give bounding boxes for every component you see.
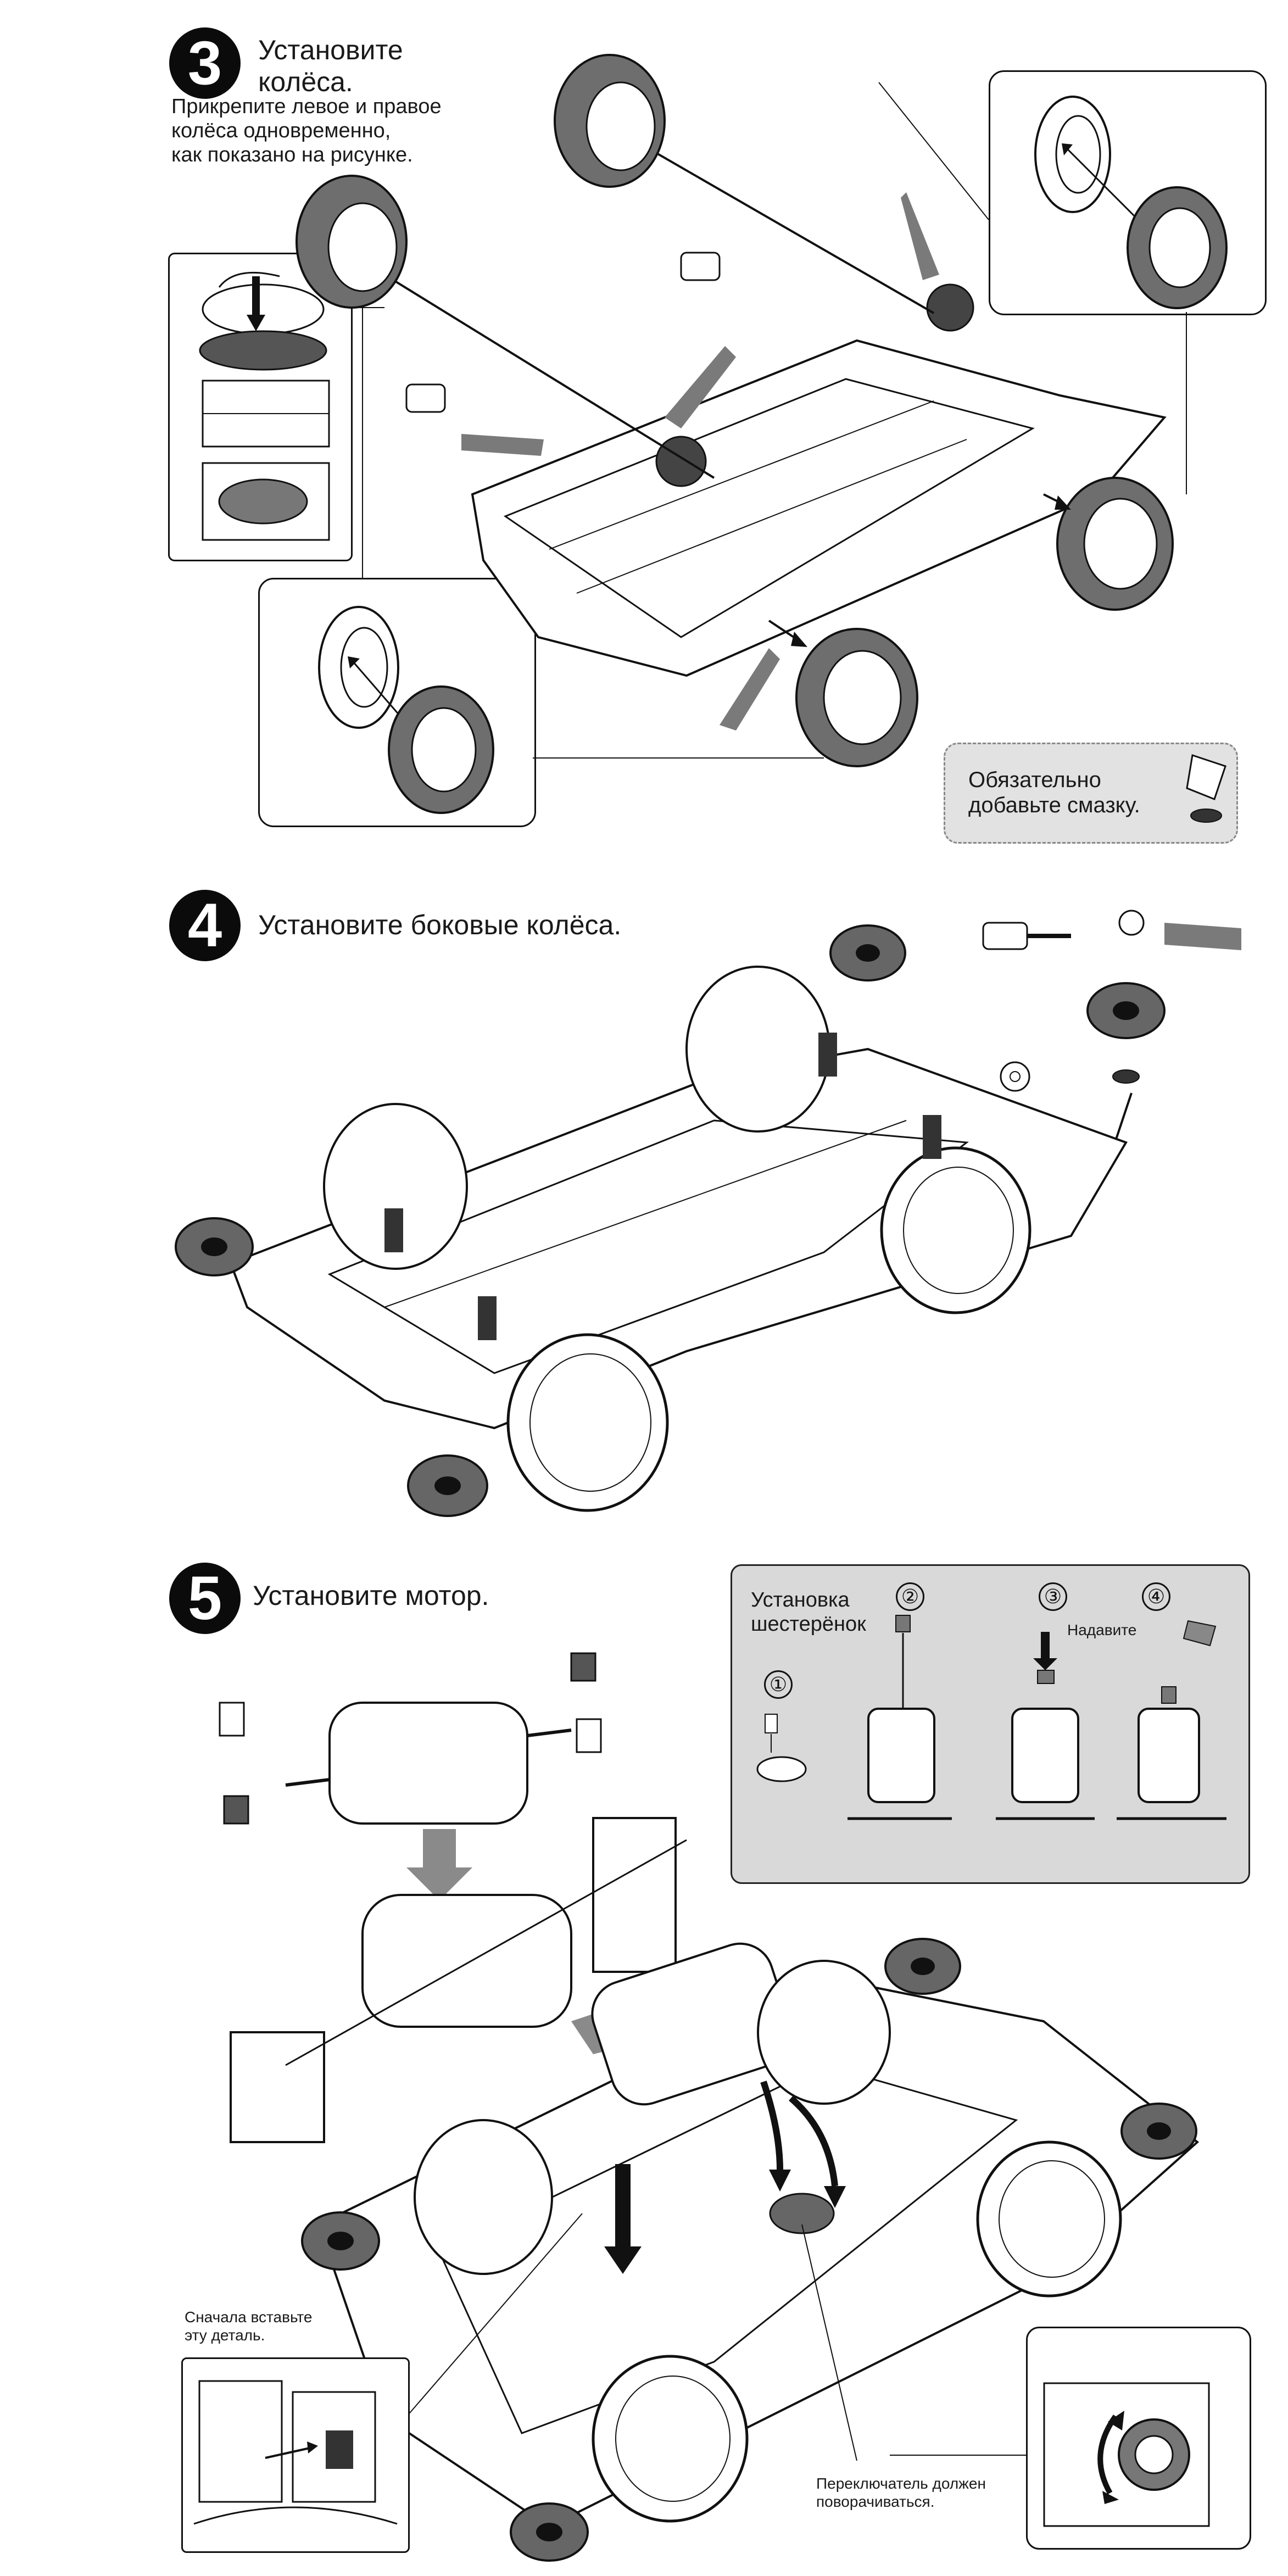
gear-step-2-label: ②	[896, 1582, 924, 1611]
grease-note-text: Обязательно добавьте смазку.	[968, 768, 1140, 817]
insert-first-note: Сначала вставьте эту деталь.	[185, 2309, 313, 2344]
wheel-tire-inset-right	[989, 70, 1267, 315]
step-3-instruction: Прикрепите левое и правое колёса одновре…	[171, 95, 442, 166]
step-4-title: Установите боковые колёса.	[258, 910, 622, 940]
step-5-number: 5	[169, 1563, 241, 1634]
step-4-side-rollers-drawing	[175, 910, 1241, 1517]
gear-installation-panel: Установка шестерёнок ① ② ③ ④ Надавите	[731, 1564, 1250, 1884]
wheel-tire-drawing-left	[318, 606, 494, 814]
wheel-tire-drawing-right	[1034, 96, 1228, 309]
switch-rotate-note: Переключатель должен поворачиваться.	[816, 2475, 986, 2510]
gear-step-4-label: ④	[1142, 1582, 1170, 1611]
tire-press-drawing	[199, 271, 330, 541]
tire-press-detail-inset	[168, 253, 353, 561]
gear-step-3-label: ③	[1039, 1582, 1067, 1611]
step-5-title: Установите мотор.	[253, 1580, 489, 1611]
insert-first-detail-inset	[181, 2357, 410, 2553]
grease-note-box: Обязательно добавьте смазку.	[944, 743, 1238, 844]
step-3-chassis-wheels-drawing	[295, 54, 1187, 767]
switch-detail-drawing	[1043, 2382, 1210, 2527]
gear-motor-diagrams	[756, 1615, 1226, 1820]
press-label: Надавите	[1067, 1621, 1137, 1638]
insert-first-detail-drawing	[193, 2380, 398, 2525]
wheel-tire-inset-left	[258, 578, 536, 827]
gear-panel-title: Установка шестерёнок	[751, 1588, 866, 1636]
step-4-number: 4	[169, 890, 241, 961]
step-3-title: Установите колёса.	[258, 35, 403, 97]
step-3-number: 3	[169, 27, 241, 99]
switch-detail-inset	[1026, 2327, 1251, 2550]
gear-step-1-label: ①	[764, 1670, 793, 1699]
grease-applicator-icon	[1186, 754, 1226, 823]
